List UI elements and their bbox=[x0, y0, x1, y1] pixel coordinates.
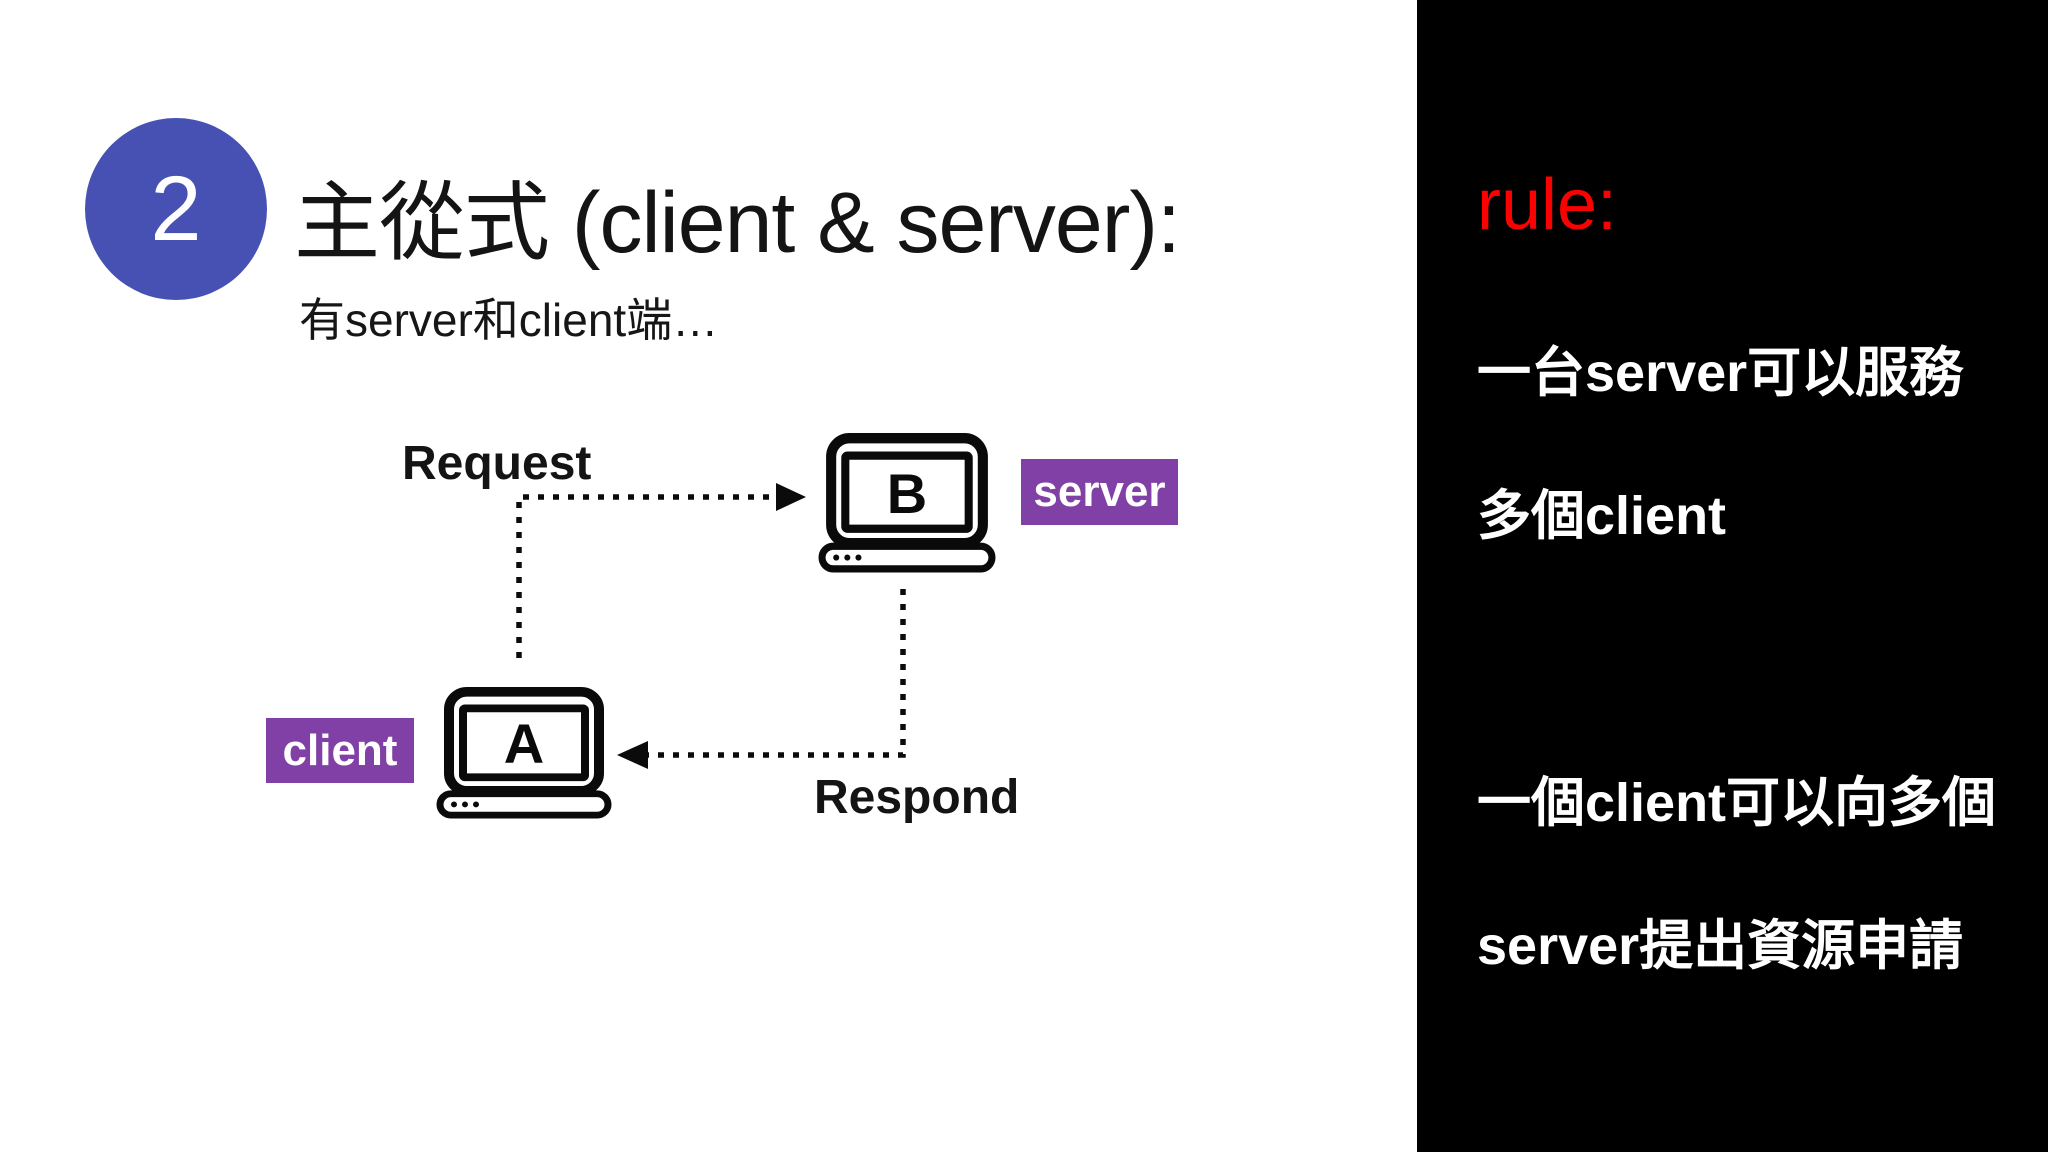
page-title: 主從式 (client & server): bbox=[294, 175, 1181, 271]
request-arrow-icon bbox=[516, 483, 806, 658]
laptop-a-screen-letter: A bbox=[503, 712, 545, 776]
laptop-a-icon: A bbox=[436, 686, 612, 820]
slide-number: 2 bbox=[150, 157, 202, 260]
laptop-b-screen-letter: B bbox=[886, 461, 928, 525]
rule-line: 多個client bbox=[1477, 486, 1727, 546]
slide-number-badge: 2 bbox=[85, 118, 267, 300]
page-subtitle: 有server和client端… bbox=[299, 294, 719, 346]
server-tag: server bbox=[1021, 459, 1178, 525]
laptop-b-icon: B bbox=[818, 432, 996, 574]
laptop-icon bbox=[818, 433, 996, 573]
respond-arrow-label: Respond bbox=[814, 771, 1020, 824]
laptop-icon bbox=[436, 686, 612, 819]
request-arrow-label: Request bbox=[402, 437, 592, 490]
client-tag: client bbox=[266, 718, 414, 783]
rule-line: 一台server可以服務 bbox=[1477, 343, 1964, 403]
rule-line: 一個client可以向多個 bbox=[1477, 773, 1997, 833]
rules-heading: rule: bbox=[1477, 165, 1618, 245]
rule-line: server提出資源申請 bbox=[1477, 916, 1964, 976]
rules-panel: rule: 一台server可以服務 多個client 一個client可以向多… bbox=[1417, 0, 2048, 1152]
respond-arrow-icon bbox=[617, 589, 906, 769]
